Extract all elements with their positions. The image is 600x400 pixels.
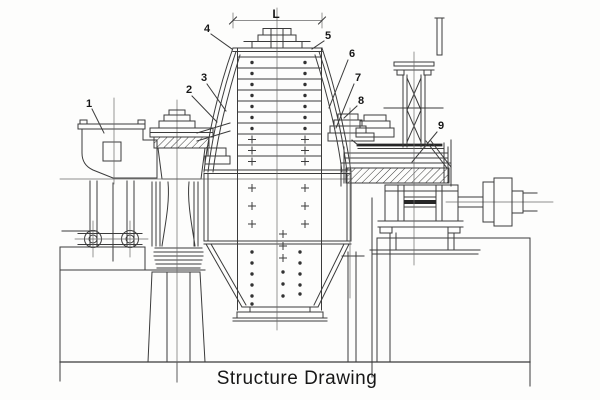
part-number: 8	[358, 95, 364, 107]
ring-gear-assembly	[327, 107, 452, 299]
part-label-5: 5	[311, 30, 331, 50]
caption: Structure Drawing	[217, 368, 378, 389]
part-number: 4	[204, 23, 211, 35]
support-tower	[383, 17, 445, 266]
leader-line	[206, 83, 227, 112]
leader-line	[335, 83, 355, 129]
part-number: 3	[201, 72, 207, 84]
pedestal-opening	[102, 141, 122, 162]
part-number: 2	[186, 84, 192, 96]
part-label-6: 6	[328, 48, 355, 109]
part-label-3: 3	[201, 72, 227, 112]
part-number: 6	[349, 48, 355, 60]
part-label-1: 1	[86, 98, 105, 134]
ground-and-foundations	[59, 180, 531, 387]
part-label-7: 7	[335, 72, 361, 129]
part-labels: 1 2 3 4 5 6 7 8	[86, 23, 444, 163]
shell-middle-section	[203, 169, 352, 245]
part-number: 5	[325, 30, 331, 42]
leader-line	[91, 108, 105, 134]
part-number: 7	[355, 72, 361, 84]
left-pedestal	[77, 97, 158, 185]
part-number: 1	[86, 98, 92, 110]
part-label-9: 9	[411, 120, 444, 163]
leader-line	[311, 40, 325, 50]
dimension-L: L	[228, 7, 327, 29]
leader-line	[343, 105, 358, 119]
gear-hatched-band	[345, 167, 450, 184]
shell-bottom-cone	[205, 243, 350, 322]
part-label-8: 8	[343, 95, 364, 119]
roller-link-assembly	[74, 220, 149, 258]
leader-line	[411, 131, 438, 163]
pinion-bearing-assembly	[369, 184, 481, 255]
rivet-cross-marks	[248, 135, 309, 262]
part-label-2: 2	[186, 84, 218, 123]
mill-shell	[203, 7, 352, 331]
rivet-dots	[250, 60, 307, 306]
leader-line	[191, 95, 218, 123]
leader-line	[328, 59, 349, 109]
part-number: 9	[438, 120, 444, 132]
leader-line	[210, 33, 233, 50]
feed-inlet	[243, 28, 311, 49]
dimension-label: L	[272, 7, 279, 21]
coupling-and-shaft	[445, 177, 554, 227]
part-label-4: 4	[204, 23, 233, 50]
